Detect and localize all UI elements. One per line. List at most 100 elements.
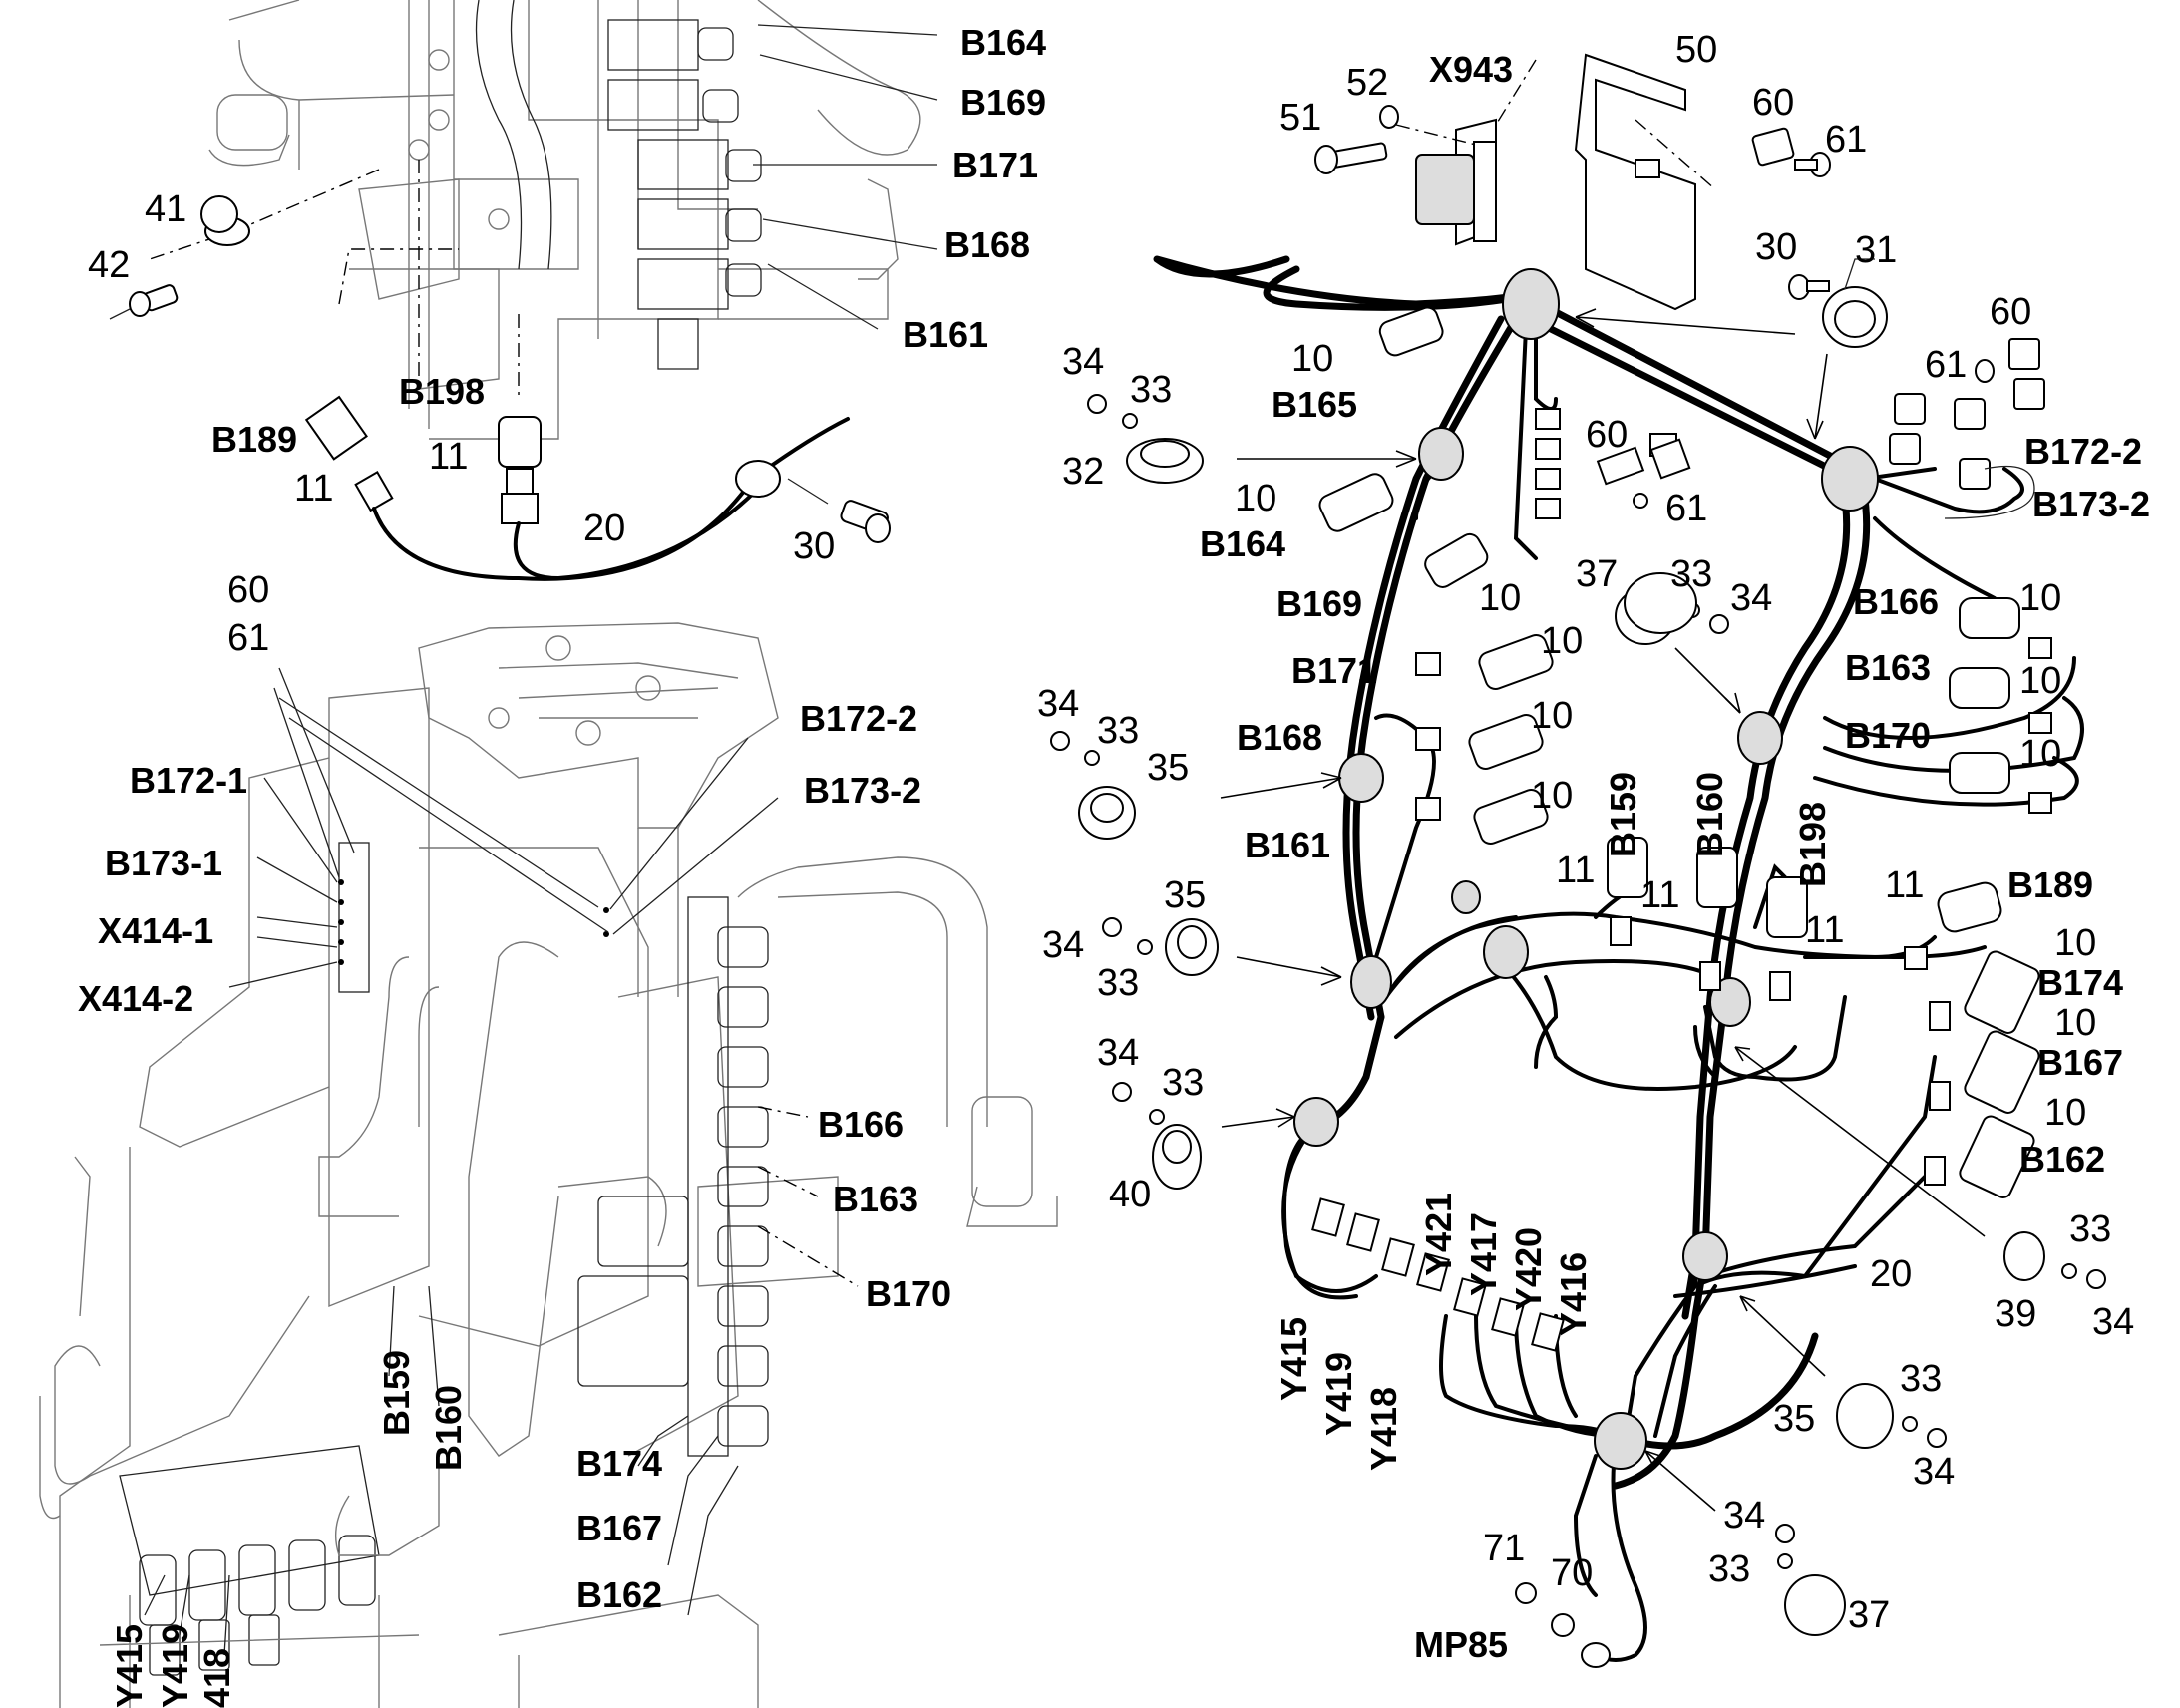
connectors-B172-2-B173-2 xyxy=(1889,393,2035,519)
label-B172-2: B172-2 xyxy=(800,698,917,739)
label-B160: B160 xyxy=(428,1385,469,1471)
right-harness-assembly xyxy=(1153,255,2084,1662)
label-61: 61 xyxy=(227,617,269,659)
loose-hardware xyxy=(1050,394,2106,1668)
label-60-c: 60 xyxy=(1586,414,1628,456)
label-10-c: 10 xyxy=(1479,577,1521,619)
label-10-e: 10 xyxy=(2019,660,2061,702)
label-B173-2-right: B173-2 xyxy=(2032,484,2150,524)
label-B189-right: B189 xyxy=(2007,864,2093,905)
label-35-b: 35 xyxy=(1164,874,1206,916)
label-41: 41 xyxy=(145,188,186,230)
labels-top-left: B164 B169 B171 B168 B161 B198 B189 41 42… xyxy=(88,22,1046,567)
label-37-b: 37 xyxy=(1848,1594,1890,1636)
label-50: 50 xyxy=(1675,29,1717,71)
label-33-g: 33 xyxy=(1900,1358,1942,1400)
part-61-screw-top xyxy=(1794,152,1831,177)
label-31: 31 xyxy=(1855,229,1897,271)
sensor-B198 xyxy=(498,416,542,524)
label-B173-2: B173-2 xyxy=(804,770,921,811)
label-34-e: 34 xyxy=(1097,1032,1139,1074)
label-35-c: 35 xyxy=(1773,1398,1815,1440)
small-connectors xyxy=(1311,159,2052,1352)
label-33-h: 33 xyxy=(1708,1548,1750,1590)
label-B167: B167 xyxy=(576,1508,662,1548)
label-B159-right: B159 xyxy=(1603,772,1643,857)
label-40: 40 xyxy=(1109,1174,1151,1215)
label-34-a: 34 xyxy=(1062,341,1104,383)
label-X414-1: X414-1 xyxy=(98,910,213,951)
bottom-left-frame-assembly xyxy=(39,622,1058,1708)
pointer-arrows xyxy=(1220,308,1986,1512)
label-61-c: 61 xyxy=(1665,488,1707,529)
label-11-a-right: 11 xyxy=(1556,850,1595,891)
labels-right: X943 50 51 52 60 61 30 31 60 61 B172-2 B… xyxy=(1037,29,2150,1665)
pressure-sensors xyxy=(1318,306,2040,1198)
label-B163-right: B163 xyxy=(1845,647,1931,688)
label-11-b: 11 xyxy=(429,436,468,478)
label-B174: B174 xyxy=(576,1443,662,1484)
label-71: 71 xyxy=(1483,1528,1525,1569)
label-10-j: 10 xyxy=(2054,922,2096,964)
label-B164-right: B164 xyxy=(1200,523,1285,564)
label-10-f: 10 xyxy=(2019,733,2061,775)
label-B165: B165 xyxy=(1272,384,1357,425)
part-52-washer xyxy=(1379,105,1399,129)
label-Y419-right: Y419 xyxy=(1318,1352,1359,1436)
label-34-g: 34 xyxy=(1913,1451,1955,1493)
label-X414-2: X414-2 xyxy=(78,978,193,1019)
label-33-c: 33 xyxy=(1097,710,1139,752)
label-34-d: 34 xyxy=(1042,924,1084,966)
label-60-b: 60 xyxy=(1990,291,2031,333)
label-33-a: 33 xyxy=(1130,369,1172,411)
label-B168-right: B168 xyxy=(1237,717,1322,758)
harness-clamps xyxy=(1293,268,1879,1470)
part-31-clamp xyxy=(1822,258,1888,348)
part-61-screw-right xyxy=(1975,359,1995,383)
label-Y415-right: Y415 xyxy=(1273,1317,1314,1401)
label-B174-right: B174 xyxy=(2037,962,2123,1003)
label-B161-right: B161 xyxy=(1245,825,1330,865)
label-Y418-right: Y418 xyxy=(1363,1387,1404,1471)
label-32: 32 xyxy=(1062,451,1104,493)
label-B162: B162 xyxy=(576,1574,662,1615)
label-11-c-right: 11 xyxy=(1805,909,1844,951)
label-10-g: 10 xyxy=(1541,620,1583,662)
label-33-b: 33 xyxy=(1670,553,1712,595)
label-11-d-right: 11 xyxy=(1885,864,1924,906)
label-10-l: 10 xyxy=(2044,1092,2086,1134)
label-37-a: 37 xyxy=(1576,553,1618,595)
label-X943: X943 xyxy=(1429,49,1513,90)
connector-X943 xyxy=(1415,118,1497,246)
labels-bottom-left: 60 61 B172-1 B173-1 X414-1 X414-2 B172-2… xyxy=(78,569,951,1708)
label-20: 20 xyxy=(583,508,625,549)
label-B160-right: B160 xyxy=(1689,772,1730,857)
label-MP85: MP85 xyxy=(1414,1624,1508,1665)
label-B171: B171 xyxy=(952,145,1038,185)
label-B169-right: B169 xyxy=(1276,583,1362,624)
label-11-b-right: 11 xyxy=(1640,874,1679,916)
label-B162-right: B162 xyxy=(2019,1139,2105,1180)
label-39: 39 xyxy=(1995,1293,2036,1335)
label-11-a: 11 xyxy=(294,468,333,510)
label-30: 30 xyxy=(1755,226,1797,268)
label-33-d: 33 xyxy=(1097,962,1139,1004)
label-B189: B189 xyxy=(211,419,297,460)
label-60-a: 60 xyxy=(1752,82,1794,124)
label-61-b: 61 xyxy=(1925,344,1967,386)
label-B198: B198 xyxy=(399,371,485,412)
bracket-50 xyxy=(1574,53,1696,311)
label-B172-2-right: B172-2 xyxy=(2024,431,2142,472)
label-33-f: 33 xyxy=(2069,1208,2111,1250)
part-42-screw xyxy=(129,284,179,317)
label-61-a: 61 xyxy=(1825,119,1867,161)
label-33-e: 33 xyxy=(1162,1062,1204,1104)
label-10-a: 10 xyxy=(1291,338,1333,380)
label-34-b: 34 xyxy=(1730,577,1772,619)
label-418: 418 xyxy=(196,1648,237,1708)
label-B166: B166 xyxy=(818,1104,904,1145)
label-20-right: 20 xyxy=(1870,1253,1912,1295)
part-60-clip-top xyxy=(1751,127,1795,167)
label-B164: B164 xyxy=(960,22,1046,63)
label-42: 42 xyxy=(88,244,130,286)
